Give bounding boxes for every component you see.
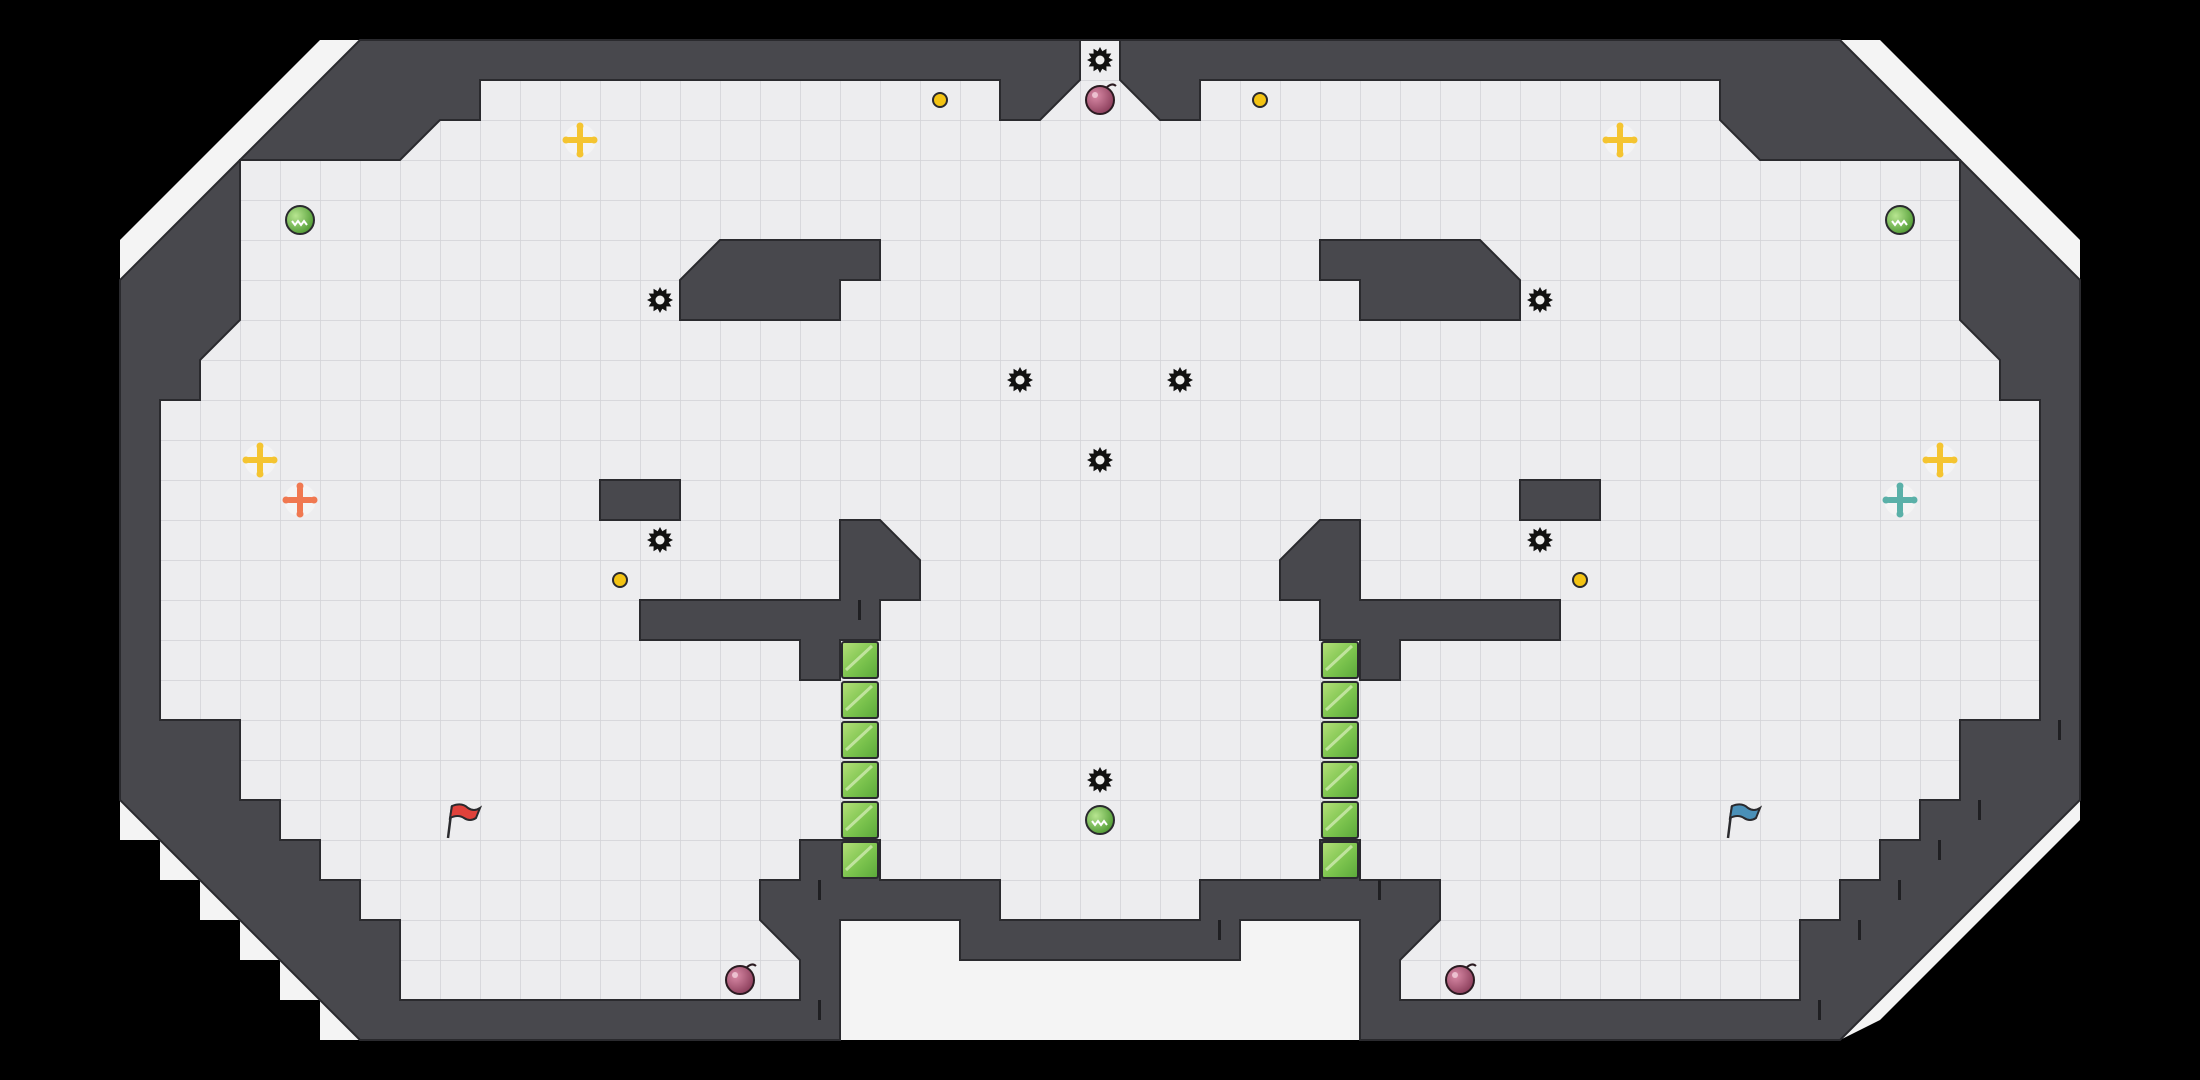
spike-mine-icon — [1527, 287, 1553, 313]
breakable-block — [841, 641, 879, 679]
breakable-block — [1321, 801, 1359, 839]
wall-crack — [1218, 920, 1221, 940]
wall-crack — [818, 880, 821, 900]
bumper-cross-icon — [1882, 482, 1918, 518]
spike-mine-icon — [647, 287, 673, 313]
border-notch — [200, 920, 240, 960]
wall-island-mid-right — [1519, 479, 1601, 521]
spike-mine-icon — [1167, 367, 1193, 393]
breakable-block — [841, 841, 879, 879]
breakable-block — [1321, 681, 1359, 719]
bomb-icon — [1085, 83, 1117, 115]
coin-icon — [1252, 92, 1268, 108]
spike-mine-icon — [1527, 527, 1553, 553]
border-notch — [80, 160, 120, 200]
border-notch — [280, 1000, 320, 1040]
breakable-block — [841, 681, 879, 719]
border-notch — [160, 80, 200, 120]
wall-crack — [1378, 880, 1381, 900]
bomb-icon — [1445, 963, 1477, 995]
wall-island-l-right — [1279, 519, 1561, 681]
wall-crack — [858, 600, 861, 620]
spike-mine-icon — [647, 527, 673, 553]
bumper-cross-icon — [242, 442, 278, 478]
border-notch — [120, 120, 160, 160]
spiky-ball-icon — [1885, 205, 1915, 235]
wall-island-top-left — [679, 239, 881, 321]
breakable-block — [1321, 641, 1359, 679]
wall-crack — [1938, 840, 1941, 860]
coin-icon — [612, 572, 628, 588]
breakable-block — [841, 721, 879, 759]
coin-icon — [932, 92, 948, 108]
breakable-block — [1321, 721, 1359, 759]
wall-crack — [1978, 800, 1981, 820]
wall-island-top-right — [1319, 239, 1521, 321]
bumper-cross-icon — [562, 122, 598, 158]
border-notch — [120, 840, 160, 880]
entities-layer — [242, 47, 1958, 995]
border-notch — [200, 40, 240, 80]
spike-mine-icon — [1087, 447, 1113, 473]
breakable-block — [841, 801, 879, 839]
border-notch — [240, 960, 280, 1000]
breakable-block — [1321, 761, 1359, 799]
border-notch — [80, 800, 120, 840]
wall-crack — [1818, 1000, 1821, 1020]
wall-islands — [599, 239, 2061, 1020]
bomb-icon — [725, 963, 757, 995]
breakable-blocks — [841, 641, 1359, 879]
border-notch — [240, 0, 280, 40]
spike-mine-icon — [1007, 367, 1033, 393]
wall-island-mid-left — [599, 479, 681, 521]
wall-crack — [818, 1000, 821, 1020]
spiky-ball-icon — [285, 205, 315, 235]
spike-mine-icon — [1087, 47, 1113, 73]
bumper-cross-icon — [1922, 442, 1958, 478]
breakable-block — [841, 761, 879, 799]
border-notch — [160, 880, 200, 920]
wall-crack — [2058, 720, 2061, 740]
wall-crack — [1898, 880, 1901, 900]
bumper-cross-icon — [1602, 122, 1638, 158]
floor-layer — [159, 39, 2041, 1001]
flag-icon — [1726, 803, 1763, 839]
wall-island-l-left — [639, 519, 921, 681]
bumper-cross-icon — [282, 482, 318, 518]
spiky-ball-icon — [1085, 805, 1115, 835]
breakable-block — [1321, 841, 1359, 879]
flag-icon — [446, 803, 483, 839]
wall-crack — [1858, 920, 1861, 940]
spike-mine-icon — [1087, 767, 1113, 793]
coin-icon — [1572, 572, 1588, 588]
floor-area — [159, 39, 2041, 1001]
